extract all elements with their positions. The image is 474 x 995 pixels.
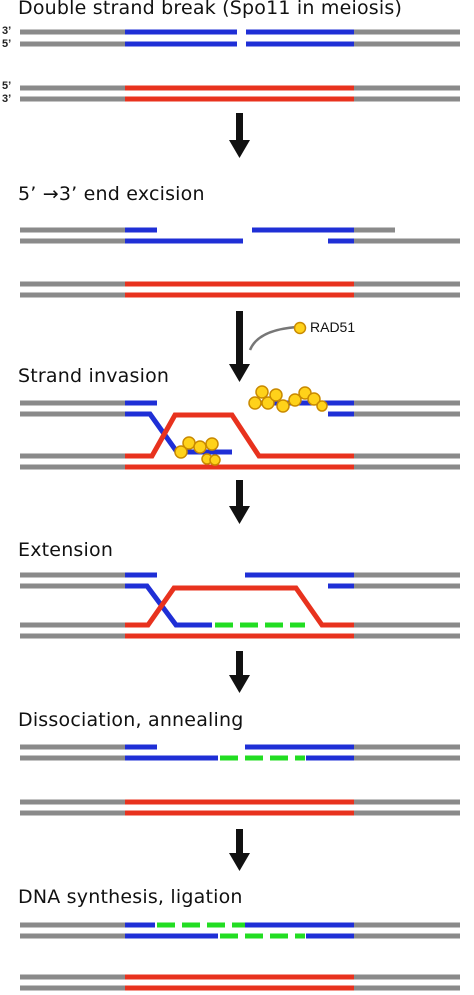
rad51-legend xyxy=(248,321,307,351)
step-arrow xyxy=(229,113,250,158)
step1-broken-duplex xyxy=(20,29,460,47)
step-title-strand-invasion: Strand invasion xyxy=(18,365,170,387)
step-title-end-excision: 5’ →3’ end excision xyxy=(18,183,205,205)
step-arrow xyxy=(229,480,250,524)
rad51-filament xyxy=(174,385,328,466)
rad51-legend-label: RAD51 xyxy=(310,319,356,335)
step-title-dissociation-annealing: Dissociation, annealing xyxy=(18,709,244,731)
step3-template-duplex xyxy=(20,412,460,470)
step-arrow xyxy=(229,651,250,693)
step2-template-duplex xyxy=(20,281,460,298)
step1-template-duplex xyxy=(20,85,460,102)
step6-repaired-duplex xyxy=(20,922,460,939)
step4-template-duplex xyxy=(20,585,460,639)
step-arrow xyxy=(229,829,250,871)
step4-broken-duplex xyxy=(20,572,460,628)
step2-broken-duplex xyxy=(20,227,460,244)
strand-end-label: 3’ xyxy=(2,93,12,105)
step-arrow xyxy=(229,311,250,382)
strand-end-label: 3’ xyxy=(2,25,12,37)
step-title-extension: Extension xyxy=(18,539,114,561)
step6-template-duplex xyxy=(20,974,460,991)
rad51-icon xyxy=(293,321,307,335)
step-title-dna-synthesis-ligation: DNA synthesis, ligation xyxy=(18,886,243,908)
strand-end-label: 5’ xyxy=(2,80,12,92)
strand-end-label: 5’ xyxy=(2,38,12,50)
step5-broken-duplex xyxy=(20,744,460,761)
step5-template-duplex xyxy=(20,799,460,816)
step-title-double-strand-break: Double strand break (Spo11 in meiosis) xyxy=(18,0,403,19)
